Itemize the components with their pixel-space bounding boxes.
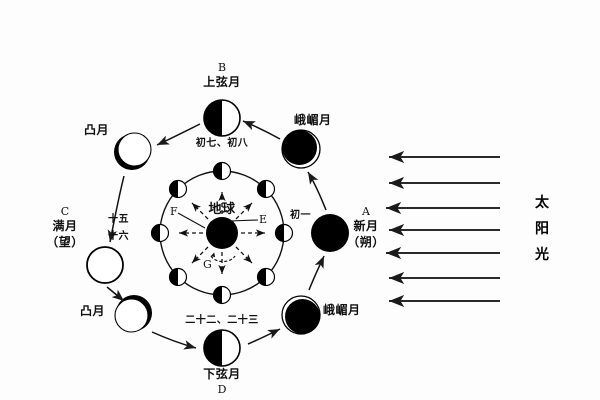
date-label-day-15: 十五	[108, 214, 129, 225]
marker-e-leader	[228, 219, 259, 222]
phase-disk-full-moon	[86, 246, 124, 284]
earth-rotation-arrowhead	[211, 252, 216, 258]
phase-name-waning-crescent: 峨嵋月	[323, 303, 361, 317]
date-label-day-16: 十六	[108, 231, 129, 242]
phase-disk-first-quarter	[203, 99, 241, 137]
earth-rotation-arc	[210, 255, 236, 263]
date-label-day-1: 初一	[290, 210, 311, 221]
earth-body	[206, 217, 238, 249]
direction-marker-e: E	[259, 213, 268, 226]
phase-name-last-quarter: 下弦月	[203, 367, 241, 381]
phase-name-first-quarter: 上弦月	[203, 75, 241, 89]
phase-letter-a: A	[362, 205, 370, 218]
date-label-day-22-23: 二十二、二十三	[185, 315, 259, 326]
earth-direction-arrows	[179, 192, 265, 274]
phase-letter-d: D	[217, 383, 227, 396]
phase-disk-waxing-crescent	[281, 129, 321, 169]
phase-alt-full-moon: （望）	[46, 235, 84, 249]
phase-disk-new-moon	[311, 214, 349, 252]
phase-letter-c: C	[60, 205, 70, 218]
phase-disk-last-quarter	[203, 329, 241, 367]
phase-alt-new-moon: （朔）	[347, 235, 385, 249]
phase-cycle-arrows	[106, 120, 327, 350]
sunlight-label-guang: 光	[535, 247, 549, 263]
phase-letter-b: B	[217, 61, 227, 74]
sunlight-rays	[386, 150, 500, 308]
phase-disk-waning-crescent	[281, 295, 321, 335]
phase-name-waxing-crescent: 峨嵋月	[294, 113, 332, 127]
direction-marker-f: F	[170, 205, 178, 218]
date-label-day-7-8: 初七、初八	[195, 138, 249, 149]
earth-label: 地球	[208, 202, 236, 217]
inner-ring-moons	[150, 161, 294, 305]
phase-name-waxing-gibbous: 凸月	[84, 123, 110, 137]
phase-name-full-moon: 满月	[52, 219, 78, 233]
sunlight-label-yang: 阳	[535, 221, 549, 237]
phase-name-new-moon: 新月	[353, 219, 379, 233]
phase-disk-waxing-gibbous	[114, 132, 152, 170]
direction-marker-g: G	[203, 258, 212, 271]
phase-disk-waning-gibbous	[114, 295, 152, 333]
sunlight-label-tai: 太	[535, 195, 549, 211]
marker-f-leader	[177, 212, 206, 229]
phase-name-waning-gibbous: 凸月	[80, 304, 106, 318]
